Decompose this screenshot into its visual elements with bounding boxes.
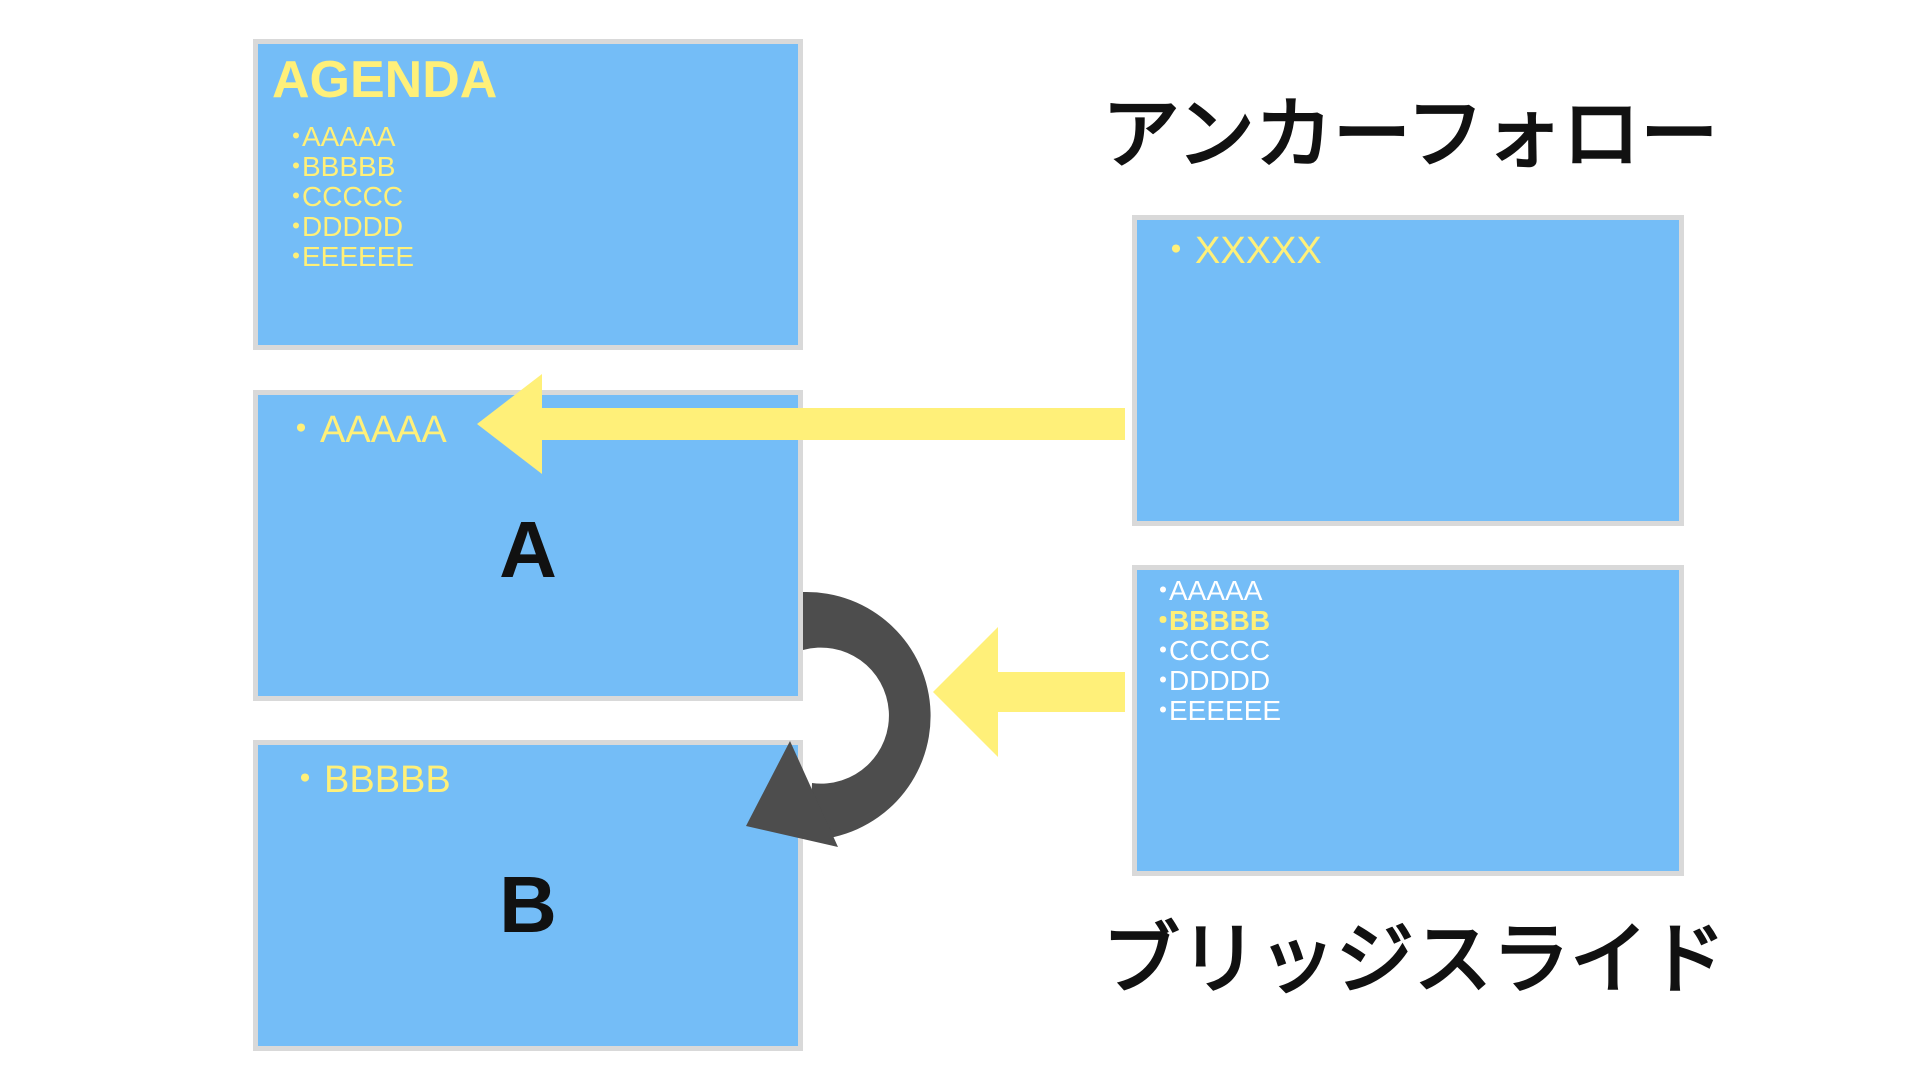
agenda-item: ・AAAAA xyxy=(282,122,414,152)
slide-b-letter: B xyxy=(499,860,557,949)
agenda-item: ・BBBBB xyxy=(282,152,414,182)
bridge-list: ・AAAAA ・BBBBB ・CCCCC ・DDDDD ・EEEEEE xyxy=(1149,576,1281,726)
bullet-icon: ・ xyxy=(282,211,311,242)
bridge-item-highlighted: ・BBBBB xyxy=(1149,606,1281,636)
agenda-item-label: EEEEEE xyxy=(302,241,415,272)
bridge-item-label: DDDDD xyxy=(1169,665,1271,696)
bridge-item: ・EEEEEE xyxy=(1149,696,1281,726)
agenda-item-label: DDDDD xyxy=(302,211,404,242)
bridge-item-label: CCCCC xyxy=(1169,635,1271,666)
bullet-icon: ・ xyxy=(282,121,311,152)
slide-a: ・AAAAA A xyxy=(253,390,803,701)
slide-b-bullet: ・BBBBB xyxy=(286,759,451,801)
slide-b: ・BBBBB B xyxy=(253,740,803,1051)
slide-a-letter: A xyxy=(499,505,557,594)
bullet-icon: ・ xyxy=(282,151,311,182)
bullet-icon: ・ xyxy=(282,181,311,212)
bridge-item: ・CCCCC xyxy=(1149,636,1281,666)
bullet-icon: ・ xyxy=(1149,575,1178,606)
agenda-item-label: BBBBB xyxy=(302,151,396,182)
bullet-icon: ・ xyxy=(1149,635,1178,666)
bridge-slide-heading: ブリッジスライド xyxy=(1102,915,1727,1003)
slide-a-bullet: ・AAAAA xyxy=(282,409,447,451)
agenda-list: ・AAAAA ・BBBBB ・CCCCC ・DDDDD ・EEEEEE xyxy=(282,122,414,272)
bullet-icon: ・ xyxy=(1149,695,1178,726)
bullet-icon: ・ xyxy=(1149,665,1178,696)
anchor-slide-bullet: ・XXXXX xyxy=(1157,230,1322,272)
bridge-item-label: BBBBB xyxy=(1169,605,1271,636)
agenda-title: AGENDA xyxy=(272,51,498,109)
bridge-item-label: EEEEEE xyxy=(1169,695,1282,726)
anchor-follow-heading: アンカーフォロー xyxy=(1102,90,1719,178)
agenda-item-label: AAAAA xyxy=(302,121,396,152)
agenda-item: ・CCCCC xyxy=(282,182,414,212)
agenda-slide: AGENDA ・AAAAA ・BBBBB ・CCCCC ・DDDDD ・EEEE… xyxy=(253,39,803,350)
bullet-icon: ・ xyxy=(1149,605,1178,636)
bridge-item-label: AAAAA xyxy=(1169,575,1263,606)
agenda-item: ・EEEEEE xyxy=(282,242,414,272)
bridge-slide: ・AAAAA ・BBBBB ・CCCCC ・DDDDD ・EEEEEE xyxy=(1132,565,1684,876)
agenda-item-label: CCCCC xyxy=(302,181,404,212)
anchor-follow-slide: ・XXXXX xyxy=(1132,215,1684,526)
bridge-item: ・AAAAA xyxy=(1149,576,1281,606)
bridge-item: ・DDDDD xyxy=(1149,666,1281,696)
bullet-icon: ・ xyxy=(282,241,311,272)
bridge-arrow-icon xyxy=(933,627,1125,757)
agenda-item: ・DDDDD xyxy=(282,212,414,242)
